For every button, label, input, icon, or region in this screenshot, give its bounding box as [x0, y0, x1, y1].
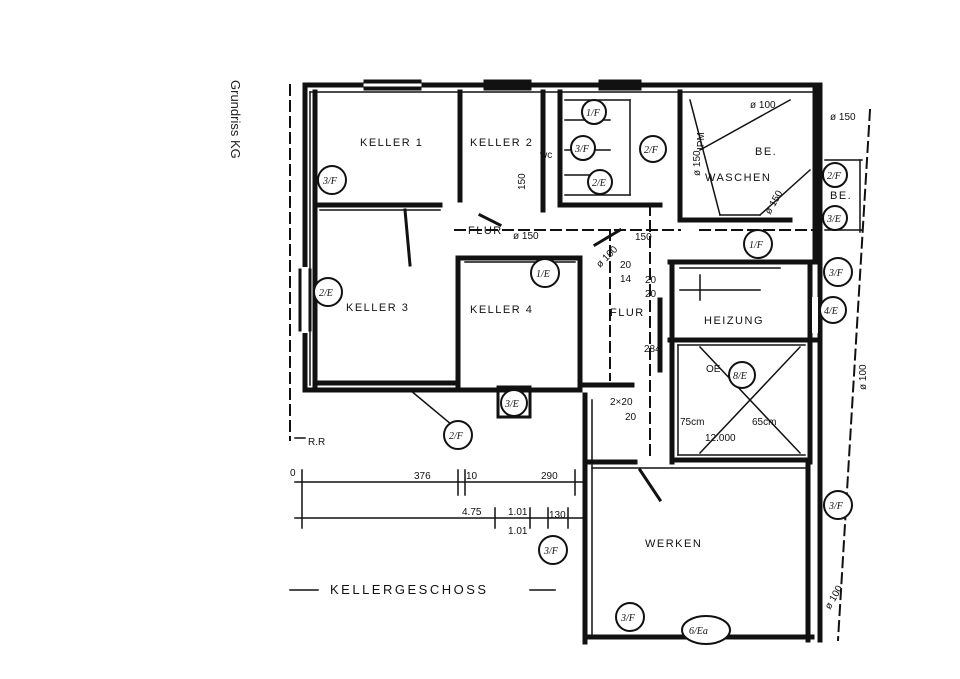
pipe-150-e: ø 150: [763, 188, 786, 216]
room-keller-3: KELLER 3: [346, 302, 409, 314]
marker-14: 4/E: [819, 296, 847, 324]
svg-text:1/F: 1/F: [586, 108, 601, 119]
pipe-100-a: ø 100: [750, 100, 776, 111]
note-oe: OE: [706, 364, 721, 375]
room-waschen: WASCHEN: [705, 172, 771, 184]
dim-20d: 20: [645, 289, 657, 300]
note-wc: wc: [539, 150, 552, 161]
dim-20a: 20: [625, 412, 637, 423]
dimension-lines: [289, 388, 586, 591]
dim-101a: 1.01: [508, 507, 528, 518]
pipe-100-d: ø 100: [823, 583, 846, 611]
marker-19: 3/E: [822, 205, 848, 231]
marker-13: 6/Ea: [681, 615, 731, 645]
marker-6: 1/F: [581, 99, 607, 125]
marker-4: 3/E: [500, 389, 528, 417]
room-flur-top: FLUR: [468, 225, 503, 237]
svg-text:3/F: 3/F: [543, 546, 559, 557]
room-labels: KELLER 1 KELLER 2 KELLER 3 KELLER 4 FLUR…: [330, 137, 852, 597]
svg-text:4/E: 4/E: [824, 306, 838, 317]
marker-11: 3/F: [538, 535, 568, 565]
marker-9: 3/F: [823, 257, 853, 287]
openings: [298, 79, 818, 503]
dim-0: 0: [290, 468, 296, 479]
pipe-100-c: ø 100: [858, 364, 869, 390]
svg-text:2/F: 2/F: [449, 431, 464, 442]
svg-text:2/E: 2/E: [319, 288, 333, 299]
room-werken: WERKEN: [645, 538, 702, 550]
room-heizung: HEIZUNG: [704, 315, 764, 327]
room-be-2: BE.: [830, 190, 852, 202]
note-ipm: IPM: [696, 132, 707, 150]
note-rr: R.R: [308, 437, 325, 448]
marker-12: 8/E: [728, 361, 756, 389]
room-keller-1: KELLER 1: [360, 137, 423, 149]
marker-5: 1/E: [530, 258, 560, 288]
svg-text:3/E: 3/E: [826, 214, 841, 225]
dim-101b: 1.01: [508, 526, 528, 537]
room-keller-2: KELLER 2: [470, 137, 533, 149]
marker-8: 2/E: [587, 169, 613, 195]
svg-text:3/F: 3/F: [620, 613, 636, 624]
dim-20c: 20: [645, 275, 657, 286]
svg-text:1/F: 1/F: [749, 240, 764, 251]
svg-text:8/E: 8/E: [733, 371, 747, 382]
marker-3: 2/F: [443, 420, 473, 450]
pipe-150-d: ø 150: [692, 150, 703, 176]
dim-284: 284: [644, 344, 661, 355]
plan-title: KELLERGESCHOSS: [330, 582, 489, 597]
marker-1: 3/F: [317, 165, 347, 195]
dim-20b: 20: [620, 260, 632, 271]
room-keller-4: KELLER 4: [470, 304, 533, 316]
marker-2: 2/E: [313, 277, 343, 307]
pipe-150-k2: 150: [517, 173, 528, 190]
marker-10: 3/F: [823, 490, 853, 520]
marker-7: 3/F: [570, 135, 596, 161]
svg-text:1/E: 1/E: [536, 269, 550, 280]
note-75cm: 75cm: [680, 417, 704, 428]
pipe-150-b: 150: [635, 232, 652, 243]
pipe-150-c: ø 150: [830, 112, 856, 123]
pipe-100-b: ø 100: [594, 244, 620, 270]
dim-10: 10: [466, 471, 478, 482]
marker-18: 2/F: [822, 162, 848, 188]
marker-15: 1/F: [743, 229, 773, 259]
svg-text:3/E: 3/E: [504, 399, 519, 410]
svg-text:3/F: 3/F: [574, 144, 590, 155]
room-be-1: BE.: [755, 146, 777, 158]
svg-text:3/F: 3/F: [828, 501, 844, 512]
svg-text:3/F: 3/F: [828, 268, 844, 279]
dash-lines: [289, 84, 872, 642]
svg-text:2/F: 2/F: [827, 171, 842, 182]
side-label: Grundriss KG: [228, 80, 243, 159]
dim-130: 130: [549, 510, 566, 521]
svg-text:6/Ea: 6/Ea: [689, 626, 708, 637]
marker-16: 2/F: [639, 135, 667, 163]
svg-text:2/F: 2/F: [644, 145, 659, 156]
note-65cm: 65cm: [752, 417, 776, 428]
dim-2x20: 2×20: [610, 397, 633, 408]
marker-17: 3/F: [615, 602, 645, 632]
pipe-150-a: ø 150: [513, 231, 539, 242]
room-flur-mid: FLUR: [610, 307, 645, 319]
dim-290: 290: [541, 471, 558, 482]
note-12000: 12.000: [705, 433, 736, 444]
svg-text:3/F: 3/F: [322, 176, 338, 187]
notes: R.R OE 75cm 65cm 12.000 IPM wc: [308, 132, 776, 448]
dim-475: 4.75: [462, 507, 482, 518]
inner-wall-lines: [309, 91, 863, 636]
svg-text:2/E: 2/E: [592, 178, 606, 189]
dim-376: 376: [414, 471, 431, 482]
dim-14: 14: [620, 274, 632, 285]
